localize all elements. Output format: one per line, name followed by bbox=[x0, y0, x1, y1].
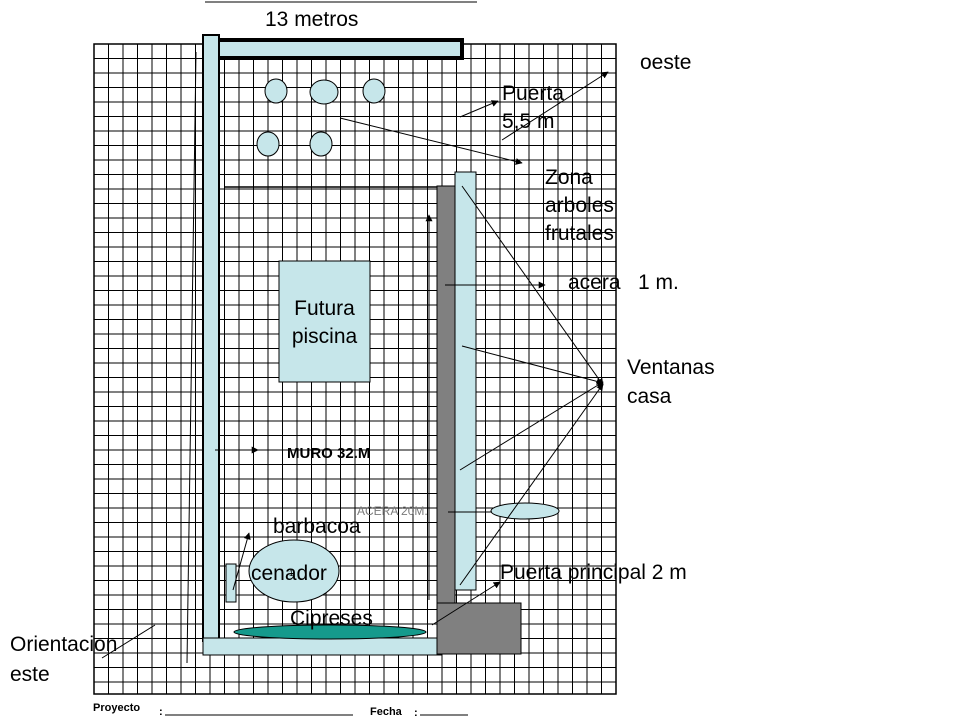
fruit-tree bbox=[309, 79, 339, 105]
gazebo bbox=[248, 539, 340, 603]
sidewalk-1m-label: acera 1 m. bbox=[568, 271, 679, 294]
fruit-zone-arrow bbox=[339, 117, 523, 165]
cypresses bbox=[233, 624, 427, 640]
orientation-label-line2: este bbox=[10, 663, 50, 686]
door-label-line1: Puerta bbox=[502, 82, 564, 105]
door-label-line2: 5,5 m bbox=[502, 110, 555, 133]
pool-label-line2: piscina bbox=[292, 325, 358, 348]
sidewalk-20m-label: ACERA 20M. bbox=[357, 504, 428, 518]
fruit-zone-line2: arboles bbox=[545, 194, 614, 217]
future-pool bbox=[278, 260, 371, 383]
main-door-arrow bbox=[431, 581, 501, 626]
west-arrow bbox=[501, 71, 609, 141]
date-label: Fecha bbox=[370, 706, 403, 718]
windows-label-line2: casa bbox=[627, 385, 672, 408]
left-wall bbox=[202, 34, 220, 642]
door-arrow bbox=[459, 100, 499, 118]
date-separator: : bbox=[414, 707, 418, 719]
fruit-zone-line3: frutales bbox=[545, 222, 614, 245]
bbq-arrow bbox=[232, 532, 251, 591]
window-arrow-4 bbox=[459, 383, 604, 586]
gazebo-mark: 1 bbox=[289, 569, 294, 578]
gazebo-label: cenador bbox=[251, 562, 327, 585]
house-wall bbox=[436, 185, 456, 605]
project-label: Proyecto bbox=[93, 702, 140, 714]
cypresses-label: Cipreses bbox=[290, 607, 373, 630]
windows-label-line1: Ventanas bbox=[627, 356, 715, 379]
west-label: oeste bbox=[640, 51, 691, 74]
barbecue bbox=[225, 563, 237, 603]
top-wall bbox=[210, 38, 464, 60]
width-label: 13 metros bbox=[265, 8, 358, 31]
window-arrow-2 bbox=[461, 345, 604, 385]
fruit-tree bbox=[309, 131, 333, 157]
window-arrow-3 bbox=[459, 381, 604, 471]
fruit-zone-line1: Zona bbox=[545, 166, 593, 189]
sidewalk-strip bbox=[454, 171, 477, 591]
left-guide-line bbox=[186, 51, 197, 664]
main-door-block bbox=[436, 602, 522, 655]
project-separator: : bbox=[159, 706, 163, 718]
bottom-wall bbox=[202, 637, 442, 656]
orientation-label-line1: Orientacion bbox=[10, 633, 117, 656]
window-arrow-1 bbox=[461, 185, 604, 386]
bbq-label: barbacoa bbox=[273, 515, 361, 538]
pool-label-line1: Futura bbox=[294, 297, 355, 320]
main-door-label: Puerta principal 2 m bbox=[500, 561, 687, 584]
fruit-tree bbox=[264, 78, 288, 104]
fruit-tree bbox=[362, 78, 386, 104]
orientation-line bbox=[101, 624, 156, 659]
fruit-tree bbox=[256, 131, 280, 157]
door-marker bbox=[490, 502, 560, 520]
wall-label: MURO 32.M bbox=[287, 445, 370, 462]
